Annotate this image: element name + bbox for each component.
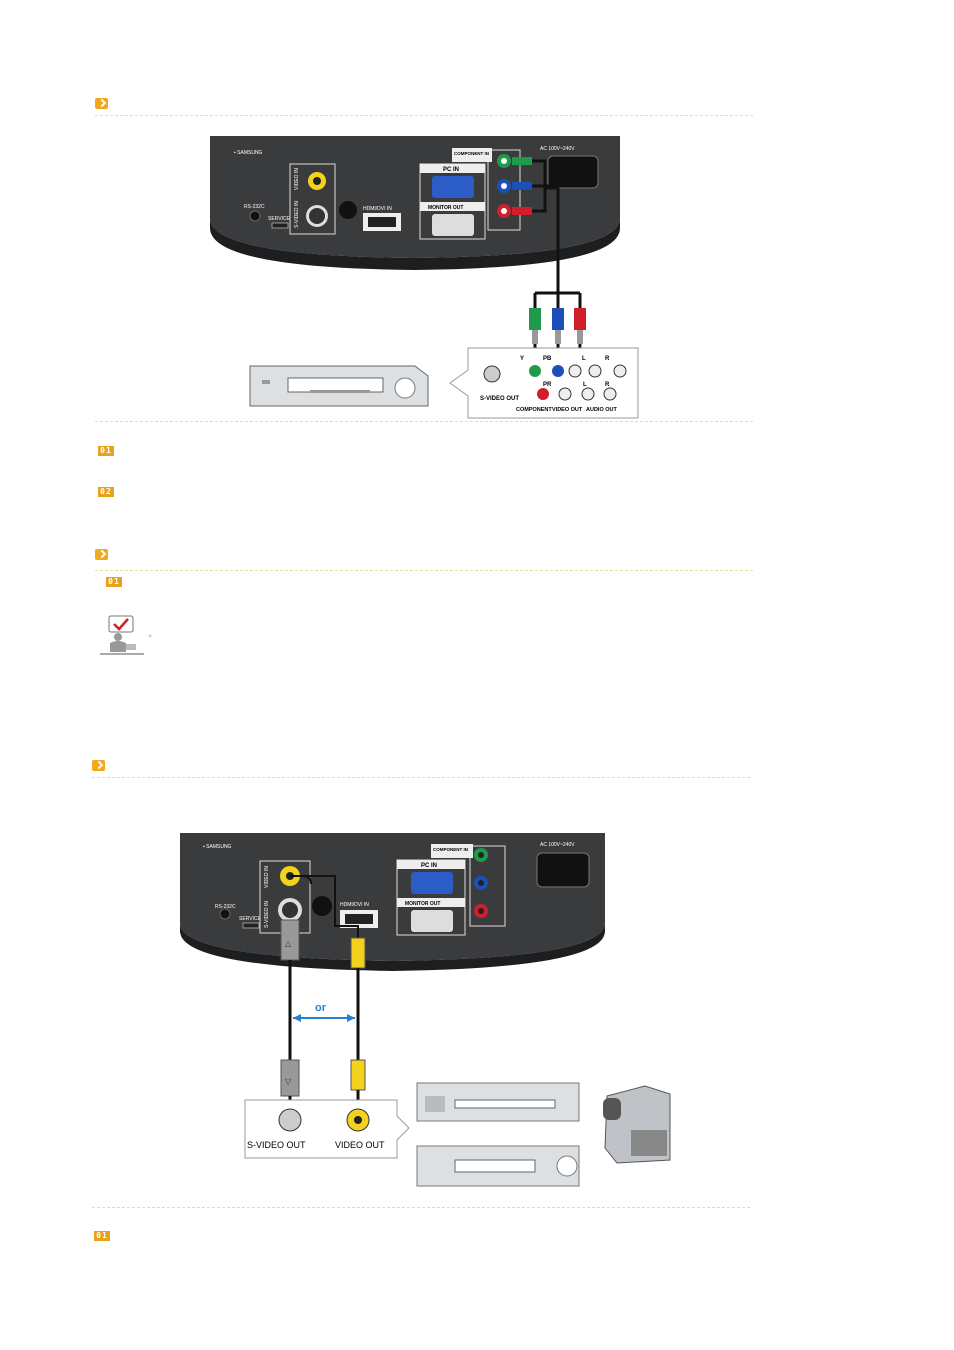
s-video-in-label: S-VIDEO IN [264, 901, 270, 928]
section-arrow-icon [92, 760, 105, 771]
ac-label: AC 100V~240V [540, 146, 575, 152]
svg-text:▪ SAMSUNG: ▪ SAMSUNG [234, 150, 263, 156]
hdmi-label: HDMI/DVI IN [363, 206, 392, 212]
svg-text:»: » [148, 632, 152, 640]
video-out-label: VIDEO OUT [335, 1140, 385, 1150]
r-label-2: R [605, 382, 610, 388]
svg-text:▪ SAMSUNG: ▪ SAMSUNG [203, 844, 232, 850]
ac-label: AC 100V~240V [540, 842, 575, 848]
svg-text:▽: ▽ [285, 1077, 292, 1086]
video-in-label: VIDEO IN [294, 168, 300, 190]
y-label: Y [520, 356, 524, 362]
divider [95, 421, 753, 422]
svg-text:△: △ [285, 939, 292, 948]
s-video-out-label: S-VIDEO OUT [480, 396, 519, 402]
audio-out-label: AUDIO OUT [586, 407, 618, 413]
rs232c-label: RS-232C [244, 204, 265, 210]
component-in-label: COMPONENT IN [433, 847, 468, 852]
divider [95, 115, 753, 116]
pr-label: PR [543, 382, 552, 388]
service-label: SERVICE [268, 216, 291, 222]
divider [95, 570, 753, 571]
pb-label: PB [543, 356, 552, 362]
pc-in-label: PC IN [443, 167, 459, 173]
divider [92, 777, 750, 778]
monitor-out-label: MONITOR OUT [428, 205, 463, 211]
video-in-label: VIDEO IN [264, 866, 270, 888]
s-video-in-label: S-VIDEO IN [294, 201, 300, 228]
pc-in-label: PC IN [421, 863, 437, 869]
section-arrow-icon [95, 98, 108, 109]
component-label: COMPONENT [516, 407, 552, 413]
r-label-1: R [605, 356, 610, 362]
step-badge-2: 02 [98, 487, 114, 497]
video-out-label: VIDEO OUT [552, 407, 583, 413]
component-connection-diagram: ▪ SAMSUNG RS-232C SERVICE VIDEO IN S-VID… [200, 128, 650, 423]
monitor-out-label: MONITOR OUT [405, 901, 440, 907]
s-video-out-label: S-VIDEO OUT [247, 1140, 306, 1150]
or-label: or [315, 1002, 327, 1014]
component-in-label: COMPONENT IN [454, 151, 489, 156]
step-badge-1: 01 [106, 577, 122, 587]
l-label-1: L [582, 356, 586, 362]
note-checkmark-icon: » [100, 614, 160, 656]
divider [92, 1207, 750, 1208]
video-connection-diagram: ▪ SAMSUNG RS-232C SERVICE VIDEO IN S-VID… [175, 828, 675, 1188]
service-label: SERVICE [239, 916, 262, 922]
step-badge-1: 01 [98, 446, 114, 456]
section-arrow-icon [95, 549, 108, 560]
hdmi-label: HDMI/DVI IN [340, 902, 369, 908]
l-label-2: L [583, 382, 587, 388]
step-badge-1: 01 [94, 1231, 110, 1241]
